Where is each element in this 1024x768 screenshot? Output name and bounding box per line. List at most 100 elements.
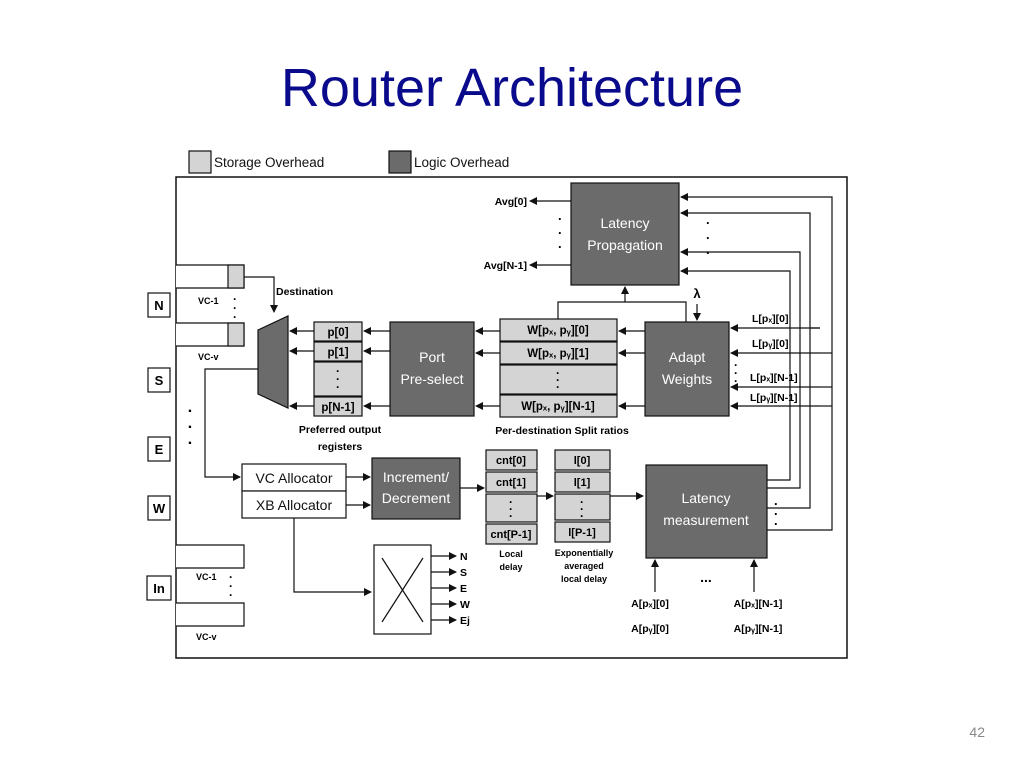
svg-text:delay: delay — [499, 562, 522, 572]
svg-text:Adapt: Adapt — [669, 349, 706, 365]
svg-text:.: . — [336, 361, 339, 375]
p-reg-1: p[1] — [327, 347, 348, 359]
local-delay-counters: cnt[0] cnt[1] . . . cnt[P-1] Local delay — [485, 449, 538, 572]
crossbar-outputs: N S E W Ej — [431, 551, 470, 627]
svg-text:.: . — [558, 236, 562, 251]
buffer-label-vcv-bottom: VC-v — [196, 632, 217, 642]
increment-decrement-block: Increment/ Decrement — [371, 457, 461, 520]
svg-text:Propagation: Propagation — [587, 237, 663, 253]
svg-text:.: . — [580, 492, 583, 506]
l-px-0-label: L[pₓ][0] — [752, 313, 789, 325]
a-ellipsis: ... — [700, 569, 712, 585]
output-mux — [257, 315, 289, 409]
svg-text:.: . — [509, 506, 512, 520]
buffer-label-vc1: VC-1 — [198, 296, 219, 306]
allocators: VC Allocator XB Allocator — [241, 463, 347, 519]
input-buffers-injection: VC-1 . . . VC-v — [176, 544, 245, 642]
destination-label: Destination — [276, 286, 333, 298]
xbar-out-ej: Ej — [460, 615, 470, 627]
w-reg-0: W[pₓ, pᵧ][0] — [527, 325, 589, 337]
lambda-input: λ — [693, 286, 701, 321]
storage-legend-label: Storage Overhead — [214, 155, 324, 170]
avg-0-label: Avg[0] — [495, 196, 527, 208]
page-number: 42 — [969, 724, 985, 740]
port-label-in: In — [153, 581, 165, 596]
mux-to-vc-wire — [204, 368, 258, 481]
w-to-preselect-arrows — [475, 327, 500, 410]
svg-text:.: . — [229, 585, 232, 599]
svg-text:.: . — [336, 369, 339, 383]
port-preselect-block: Port Pre-select — [389, 321, 475, 417]
svg-text:.: . — [558, 222, 562, 237]
svg-text:Decrement: Decrement — [382, 490, 451, 506]
svg-text:.: . — [706, 242, 710, 257]
port-labels: N S . . . E W In — [146, 292, 192, 601]
svg-text:Increment/: Increment/ — [383, 469, 449, 485]
diagram-frame — [175, 176, 848, 659]
l-reg-p1: l[P-1] — [568, 527, 596, 539]
svg-text:.: . — [558, 208, 562, 223]
feedback-wires — [680, 193, 833, 531]
a-inputs: ... A[pₓ][0] A[pᵧ][0] A[pₓ][N-1] A[pᵧ][N… — [631, 559, 782, 635]
port-dots: . — [188, 415, 192, 432]
cnt-reg-0: cnt[0] — [496, 455, 526, 467]
port-box-s — [147, 367, 171, 393]
svg-text:.: . — [556, 370, 559, 384]
svg-text:Latency: Latency — [600, 215, 649, 231]
svg-text:.: . — [734, 371, 737, 385]
destination-path: Destination — [244, 276, 333, 313]
svg-text:measurement: measurement — [663, 512, 749, 528]
svg-text:.: . — [233, 307, 236, 321]
w-reg-n1: W[pₓ, pᵧ][N-1] — [521, 401, 595, 413]
svg-text:.: . — [734, 355, 737, 369]
l-py-0-label: L[pᵧ][0] — [752, 338, 788, 350]
port-dots: . — [188, 399, 192, 416]
latency-inputs: L[pₓ][0] L[pᵧ][0] . . . L[pₓ][N-1] L[pᵧ]… — [730, 313, 820, 410]
latency-measurement-block: Latency measurement — [645, 464, 768, 559]
svg-text:.: . — [556, 377, 559, 391]
svg-text:.: . — [580, 506, 583, 520]
vc-allocator-label: VC Allocator — [255, 470, 332, 486]
xb-allocator-label: XB Allocator — [256, 497, 333, 513]
svg-text:Local: Local — [499, 549, 523, 559]
input-buffers-north: VC-1 . . . VC-v — [176, 264, 245, 362]
l-px-n1-label: L[pₓ][N-1] — [750, 372, 798, 384]
logic-legend-swatch — [388, 150, 412, 174]
xbar-out-s: S — [460, 567, 467, 579]
svg-text:.: . — [509, 492, 512, 506]
cnt-reg-p1: cnt[P-1] — [491, 529, 532, 541]
l-reg-0: l[0] — [574, 455, 591, 467]
svg-text:Pre-select: Pre-select — [400, 371, 463, 387]
svg-text:Latency: Latency — [681, 490, 730, 506]
svg-text:Exponentially: Exponentially — [555, 548, 614, 558]
l-py-n1-label: L[pᵧ][N-1] — [750, 392, 798, 404]
crossbar — [373, 544, 432, 635]
port-label-s: S — [155, 373, 164, 388]
cnt-reg-1: cnt[1] — [496, 477, 526, 489]
xb-allocator-box — [241, 490, 347, 519]
svg-text:.: . — [706, 212, 710, 227]
svg-text:.: . — [336, 377, 339, 391]
svg-text:averaged: averaged — [564, 561, 604, 571]
svg-text:local delay: local delay — [561, 574, 607, 584]
preferred-registers-caption-2: registers — [318, 441, 363, 453]
p-reg-n1: p[N-1] — [321, 402, 354, 414]
svg-text:.: . — [706, 227, 710, 242]
xbar-out-e: E — [460, 583, 467, 595]
port-box-w — [147, 495, 171, 521]
svg-text:.: . — [233, 298, 236, 312]
svg-text:.: . — [229, 576, 232, 590]
w-reg-1: W[pₓ, pᵧ][1] — [527, 348, 589, 360]
port-dots: . — [188, 431, 192, 448]
legend: Storage Overhead Logic Overhead — [188, 150, 509, 174]
xbar-out-w: W — [460, 599, 470, 611]
xbar-out-n: N — [460, 551, 468, 563]
split-ratios-caption: Per-destination Split ratios — [495, 425, 629, 437]
slide-title: Router Architecture — [280, 58, 744, 118]
port-label-w: W — [153, 501, 166, 516]
avg-outputs: Avg[0] . . . Avg[N-1] — [484, 196, 571, 272]
svg-text:Weights: Weights — [662, 371, 712, 387]
port-label-n: N — [154, 298, 163, 313]
svg-text:.: . — [229, 567, 232, 581]
